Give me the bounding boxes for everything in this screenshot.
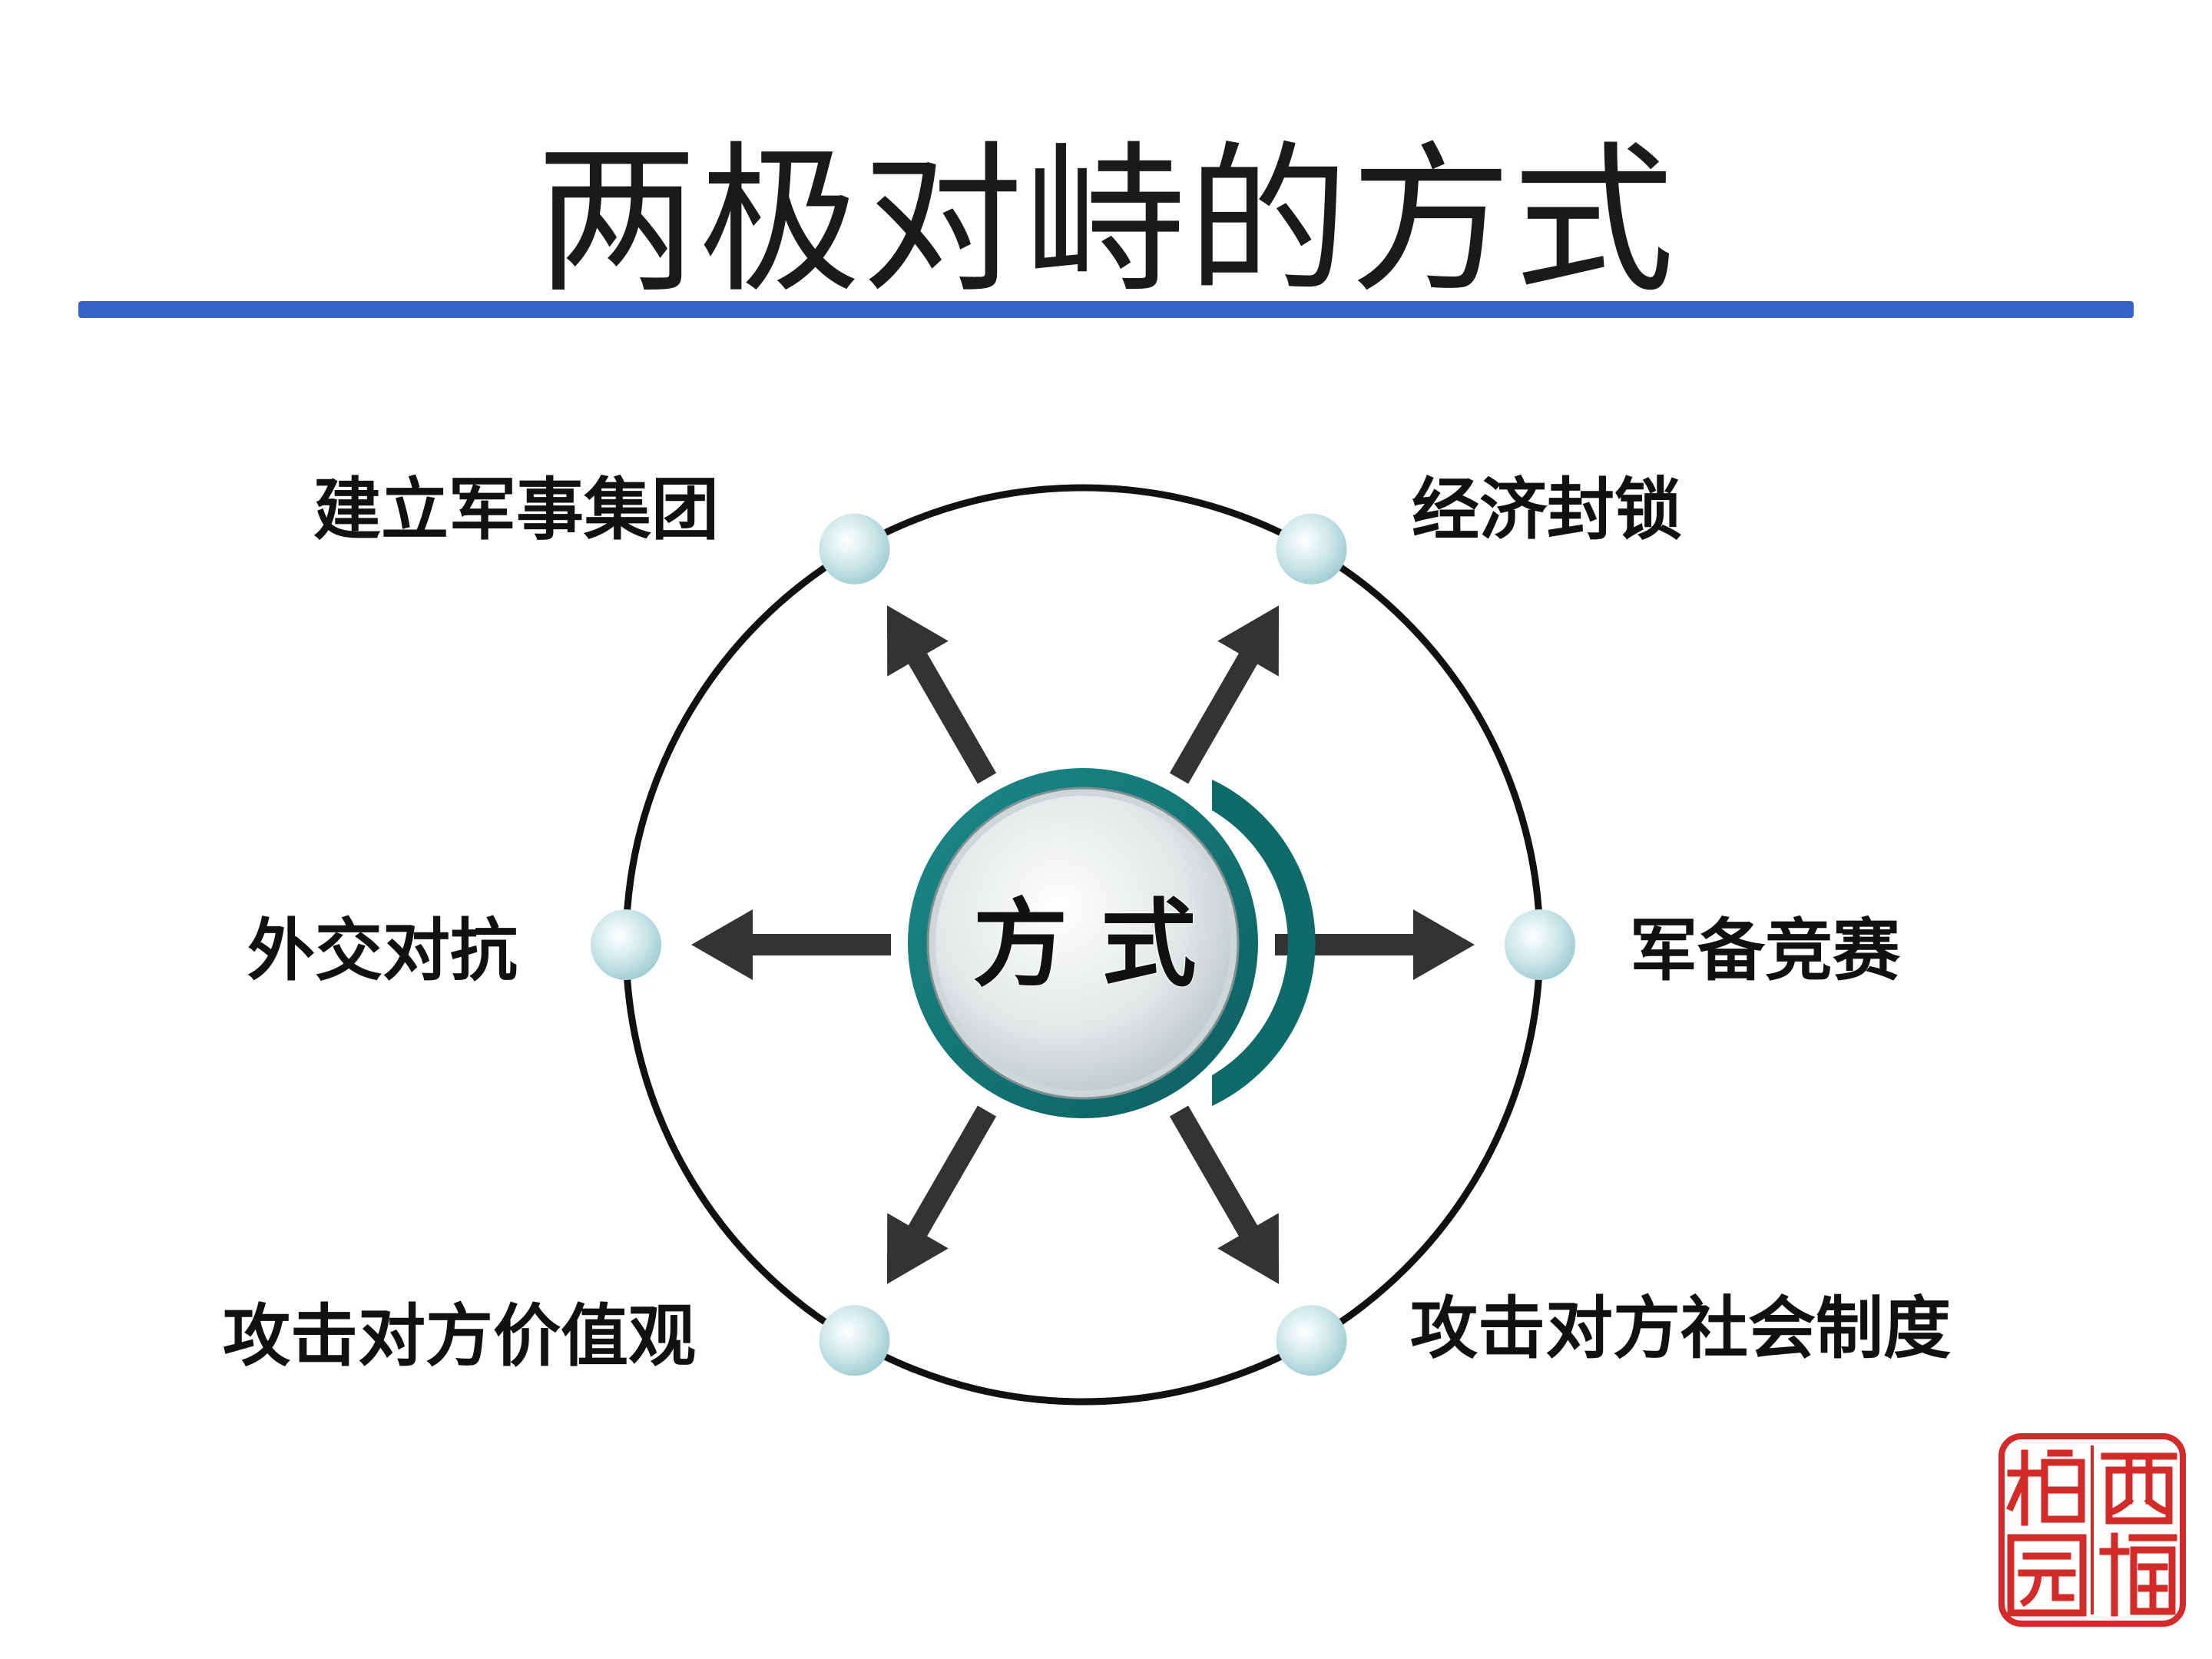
node-dot-military-bloc — [819, 513, 890, 584]
hub-label: 方 式 — [972, 889, 1196, 1000]
arrow-economic-blockade — [1169, 605, 1279, 784]
node-label-attack-values: 攻击对方价值观 — [223, 1296, 697, 1376]
title-underline — [78, 301, 2134, 318]
node-dot-attack-values — [819, 1305, 890, 1376]
arrow-diplomatic-confrontation — [691, 909, 891, 980]
arrow-military-bloc — [887, 605, 997, 784]
slide-title: 两极对峙的方式 — [535, 127, 1676, 315]
node-label-diplomatic-confrontation: 外交对抗 — [247, 911, 518, 990]
node-dot-economic-blockade — [1276, 513, 1347, 584]
arrow-arms-race — [1275, 909, 1475, 980]
hub-crescent — [1212, 780, 1316, 1106]
node-dot-attack-social-system — [1276, 1305, 1347, 1376]
seal-stamp — [1998, 1433, 2186, 1627]
node-label-attack-social-system: 攻击对方社会制度 — [1410, 1289, 1952, 1368]
node-dot-diplomatic-confrontation — [591, 909, 661, 980]
node-label-arms-race: 军备竞赛 — [1630, 911, 1901, 990]
arrow-attack-social-system — [1169, 1105, 1279, 1284]
arrow-attack-values — [887, 1105, 997, 1284]
node-label-military-bloc: 建立军事集团 — [313, 470, 720, 549]
hub-face — [935, 796, 1230, 1091]
node-label-economic-blockade: 经济封锁 — [1412, 470, 1683, 549]
node-dot-arms-race — [1505, 909, 1575, 980]
center-hub: 方 式 — [908, 768, 1316, 1118]
